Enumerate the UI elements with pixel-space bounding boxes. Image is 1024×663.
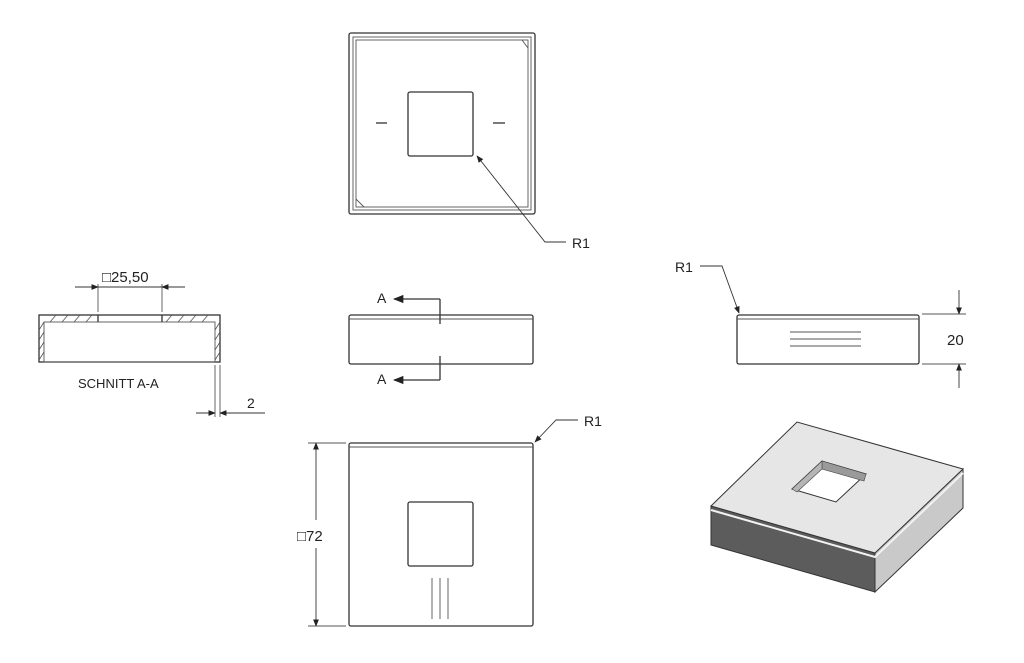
r1-label-bottom: R1	[584, 413, 602, 429]
section-arrow-top-label: A	[377, 290, 387, 306]
section-view: □25,50 SCHNITT A-A 2	[38, 269, 265, 417]
section-width-label: □25,50	[102, 269, 149, 286]
height-label: 20	[947, 332, 964, 349]
r1-label-side: R1	[675, 259, 693, 275]
side-view: R1 20	[675, 259, 966, 388]
section-arrow-bottom-label: A	[377, 371, 387, 387]
top-view: R1	[348, 32, 590, 251]
r1-label-top: R1	[572, 235, 590, 251]
section-hatching	[38, 314, 221, 361]
front-view: A A	[348, 290, 534, 387]
outer-size-label: □72	[297, 528, 323, 545]
isometric-view	[710, 421, 964, 594]
plan-view: R1 □72	[296, 413, 602, 627]
section-title: SCHNITT A-A	[78, 376, 159, 391]
wall-thickness-label: 2	[247, 395, 255, 411]
